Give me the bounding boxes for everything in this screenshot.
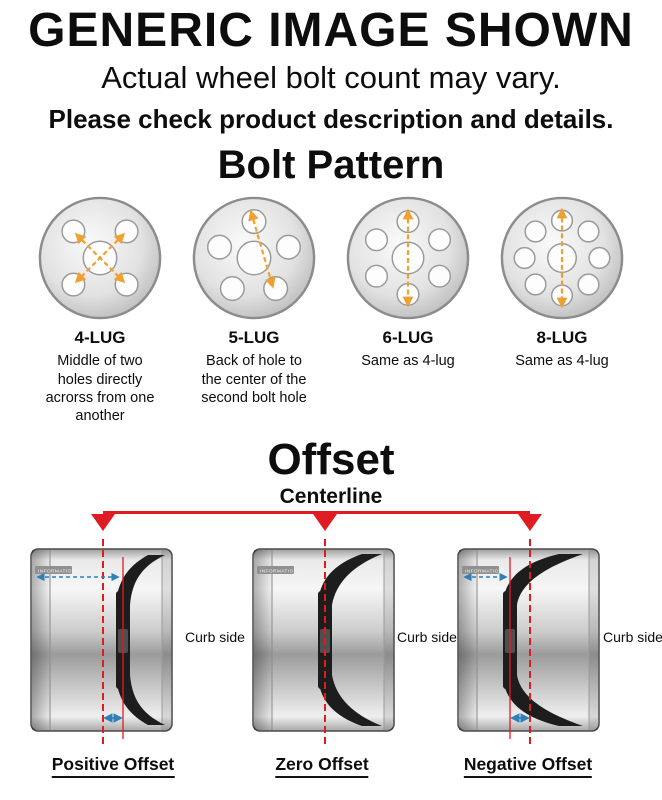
lug-4-diagram-icon [38, 197, 162, 320]
bolt-pattern-heading: Bolt Pattern [217, 143, 445, 188]
curb-side-label: Curb side [185, 628, 245, 645]
wheel-watermark-text: INFORMATION [465, 568, 503, 574]
lug-6-diagram-icon [346, 197, 470, 320]
wheel-barrel [30, 548, 173, 732]
measurement-dashed-lines [74, 233, 126, 284]
header: GENERIC IMAGE SHOWN Actual wheel bolt co… [0, 0, 662, 135]
centerline-label: Centerline [279, 484, 383, 508]
bolt-count-subtitle: Actual wheel bolt count may vary. [101, 60, 561, 96]
lug-description: Same as 4-lug [361, 353, 455, 370]
lug-5-diagram-icon [192, 197, 316, 320]
offset-diagram: INFORMATION INFORMATION [0, 510, 662, 781]
check-details-note: Please check product description and det… [48, 104, 614, 135]
centerline-line [103, 510, 530, 514]
negative-offset-label: Negative Offset [463, 754, 593, 778]
generic-image-title: GENERIC IMAGE SHOWN [28, 4, 634, 57]
lug-pattern-row: 4-LUG Middle of two holes directly acror… [0, 188, 662, 425]
curb-side-label: Curb side [603, 628, 662, 645]
wheel-cross-section-positive-offset: INFORMATION [30, 538, 173, 746]
curb-side-label: Curb side [397, 628, 457, 645]
centerline-marker-icon [518, 513, 542, 531]
wheel-cross-section-negative-offset: INFORMATION [457, 538, 600, 746]
positive-offset-label: Positive Offset [51, 754, 175, 778]
lug-label: 4-LUG [74, 328, 126, 348]
lug-item-8: 8-LUG Same as 4-lug [486, 194, 638, 425]
lug-item-5: 5-LUG Back of hole to the center of the … [178, 194, 330, 425]
lug-description: Back of hole to the center of the second… [201, 353, 307, 406]
wheel-watermark-text: INFORMATION [260, 568, 298, 574]
centerline-marker-icon [313, 513, 337, 531]
wheel-watermark-text: INFORMATION [38, 568, 76, 574]
wheel-watermark-strip [257, 565, 294, 574]
lug-description: Same as 4-lug [515, 353, 609, 370]
lug-item-6: 6-LUG Same as 4-lug [332, 194, 484, 425]
wheel-barrel [457, 548, 600, 732]
zero-offset-label: Zero Offset [275, 754, 369, 778]
lug-description: Middle of two holes directly acrorss fro… [45, 353, 155, 424]
lug-label: 8-LUG [536, 328, 588, 348]
lug-label: 6-LUG [382, 328, 434, 348]
wheel-cross-section-zero-offset: INFORMATION [252, 538, 395, 746]
centerline-marker-icon [91, 513, 115, 531]
offset-heading: Offset [267, 434, 395, 484]
measurement-dashed-line [248, 210, 276, 290]
lug-item-4: 4-LUG Middle of two holes directly acror… [24, 194, 176, 425]
wheel-watermark-strip [35, 565, 72, 574]
wheel-watermark-strip [462, 565, 499, 574]
lug-8-diagram-icon [500, 197, 624, 320]
lug-label: 5-LUG [228, 328, 280, 348]
